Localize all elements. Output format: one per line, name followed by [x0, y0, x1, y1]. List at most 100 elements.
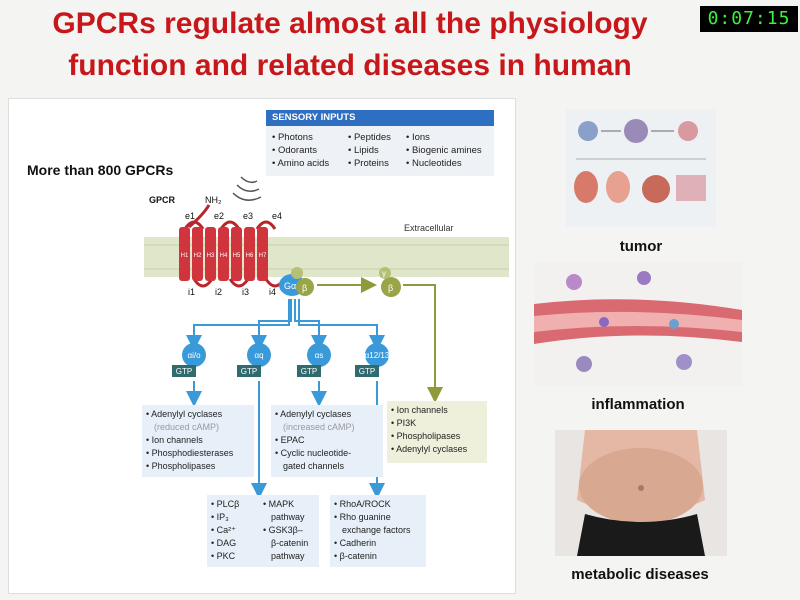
helix-label: H2: [194, 253, 202, 259]
helix-label: H7: [259, 253, 267, 259]
elapsed-timer: 0:07:15: [700, 6, 798, 32]
tumor-figure: [566, 109, 716, 227]
helix-1: [179, 227, 190, 281]
signaling-svg: More than 800 GPCRs Extracellular GPCR N…: [27, 162, 509, 499]
helix-6: [244, 227, 255, 281]
list-item: • MAPK: [263, 499, 295, 509]
list-item: exchange factors: [342, 525, 411, 535]
tumor-label: tumor: [619, 238, 663, 255]
list-item: (increased cAMP): [283, 422, 355, 432]
list-item: β-catenin: [271, 538, 309, 548]
list-item: • Peptides: [348, 132, 391, 143]
helix-7: [257, 227, 268, 281]
list-item: • PKC: [211, 551, 236, 561]
g-alpha-node-label: α12/13: [365, 351, 390, 360]
list-item: • β-catenin: [334, 551, 377, 561]
helix-2: [192, 227, 203, 281]
g-alpha-node: [182, 343, 206, 367]
extracellular-loop-label: e2: [214, 211, 224, 221]
list-item: • Phospholipases: [391, 431, 461, 441]
extracellular-loop-label: e3: [243, 211, 253, 221]
list-item: • Photons: [272, 132, 313, 143]
sensory-inputs-box: • Photons• Odorants• Amino acids • Pepti…: [266, 126, 494, 176]
g-alpha-node-label: αq: [254, 351, 263, 360]
list-item: • Ion channels: [146, 435, 203, 445]
intracellular-loop-label: i3: [242, 287, 249, 297]
list-item: gated channels: [283, 461, 345, 471]
helix-label: H3: [207, 253, 215, 259]
gq-effectors-box-left: • PLCβ • IP₃ • Ca²⁺ • DAG • PKC: [207, 495, 259, 567]
receptor-helices: H1 H2 H3 H4 H5 H6 H7: [179, 227, 268, 281]
sensory-inputs-header: SENSORY INPUTS: [266, 110, 494, 126]
gi-effectors-box: • Adenylyl cyclases (reduced cAMP) • Ion c…: [142, 405, 254, 477]
list-item: • Nucleotides: [406, 158, 462, 169]
extracellular-loop-label: e1: [185, 211, 195, 221]
cell-membrane: [144, 237, 509, 277]
gpcr-signaling-diagram: More than 800 GPCRs Extracellular GPCR N…: [8, 98, 516, 594]
helix-label: H6: [246, 253, 254, 259]
loop-labels: e1 e2 e3 e4 i1 i2 i3 i4: [185, 211, 282, 297]
g-beta-gamma-effector-arrow: [403, 284, 443, 403]
metabolic-diseases-label: metabolic diseases: [571, 566, 709, 583]
intracellular-loop-label: i2: [215, 287, 222, 297]
helix-3: [205, 227, 216, 281]
list-item: • Ion channels: [391, 405, 448, 415]
g-alpha-node: [365, 343, 389, 367]
extracellular-label: Extracellular: [404, 223, 454, 233]
diagram-heading: More than 800 GPCRs: [27, 162, 173, 178]
list-item: • Phosphodiesterases: [146, 448, 234, 458]
helix-5: [231, 227, 242, 281]
list-item: • Proteins: [348, 158, 389, 169]
g-alpha-node-label: αi/o: [187, 351, 201, 360]
helix-4: [218, 227, 229, 281]
sensory-col-2: • Peptides • Lipids • Proteins: [348, 131, 391, 170]
helix-label: H1: [181, 253, 189, 259]
sensory-col-1: • Photons• Odorants• Amino acids: [272, 131, 329, 170]
list-item: • Adenylyl cyclases: [391, 444, 468, 454]
list-item: • Adenylyl cyclases: [275, 409, 352, 419]
list-item: • Biogenic amines: [406, 145, 482, 156]
list-item: • Ions: [406, 132, 430, 143]
list-item: • IP₃: [211, 512, 229, 522]
list-item: • PLCβ: [211, 499, 240, 509]
slide-title-line-1: GPCRs regulate almost all the physiology: [52, 7, 648, 40]
gtp-label: GTP: [176, 367, 192, 376]
slide-title-line-2: function and related diseases in human: [68, 49, 632, 82]
g-beta-label: β: [302, 283, 307, 293]
extracellular-loop-label: e4: [272, 211, 282, 221]
list-item: • Ca²⁺: [211, 525, 236, 535]
free-g-beta: [381, 277, 401, 297]
list-item: • Rho guanine: [334, 512, 391, 522]
g-alpha-node: [307, 343, 331, 367]
g-alpha-node-label: αs: [315, 351, 324, 360]
list-item: pathway: [271, 512, 305, 522]
free-g-beta-label: β: [388, 283, 393, 293]
nh2-label: NH₂: [205, 195, 222, 205]
metabolic-figure: [555, 430, 727, 556]
gtp-badge: [172, 365, 196, 377]
intracellular-loop-label: i1: [188, 287, 195, 297]
gtp-label: GTP: [359, 367, 375, 376]
g-alpha-branch-arrows: [186, 299, 385, 351]
g-beta-gamma-effectors-box: • Ion channels• PI3K• Phospholipases• Ad…: [387, 401, 487, 463]
signal-waves-icon: [232, 176, 262, 201]
list-item: • RhoA/ROCK: [334, 499, 391, 509]
g-alpha-node: [247, 343, 271, 367]
sensory-col-3: • Ions • Biogenic amines • Nucleotides: [406, 131, 482, 170]
list-item: • Lipids: [348, 145, 379, 156]
list-item: (reduced cAMP): [154, 422, 220, 432]
helix-label: H5: [233, 253, 241, 259]
list-item: • DAG: [211, 538, 237, 548]
list-item: • Amino acids: [272, 158, 330, 169]
list-item: pathway: [271, 551, 305, 561]
gtp-label: GTP: [241, 367, 257, 376]
list-item: • Cadherin: [334, 538, 377, 548]
list-item: • Adenylyl cyclases: [146, 409, 223, 419]
helix-label: H4: [220, 253, 228, 259]
intracellular-loop-label: i4: [269, 287, 276, 297]
inflammation-figure: [534, 262, 742, 386]
list-item: • EPAC: [275, 435, 305, 445]
gtp-badge: [237, 365, 261, 377]
g12-13-effectors-box: • RhoA/ROCK • Rho guanine exchange factors…: [330, 495, 426, 567]
g-beta-subunit: [296, 278, 314, 296]
